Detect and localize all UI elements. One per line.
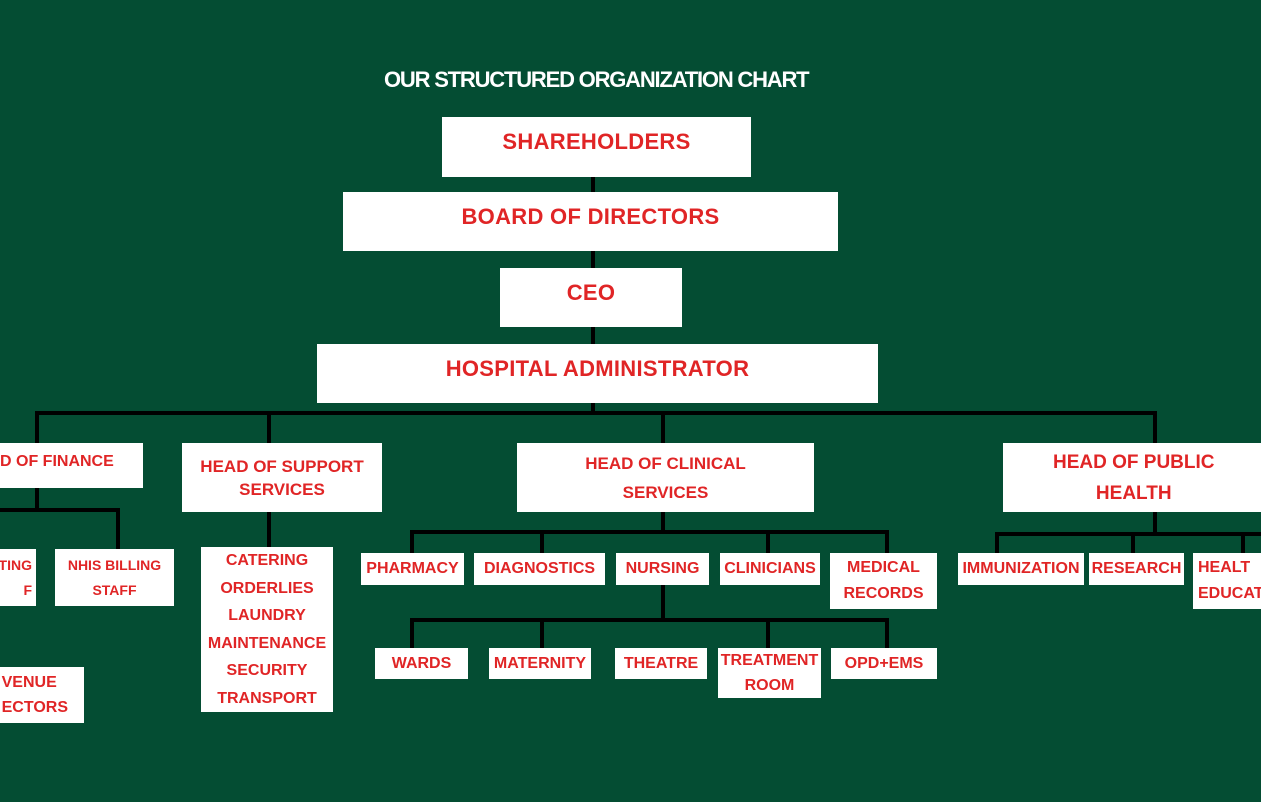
head-of-public-health-box: HEAD OF PUBLIC HEALTH [1003, 443, 1261, 512]
medical-records-box: MEDICAL RECORDS [830, 553, 937, 609]
connector-opd [885, 618, 889, 648]
nursing-box: NURSING [616, 553, 709, 585]
support-units-list: CATERING ORDERLIES LAUNDRY MAINTENANCE S… [201, 547, 333, 712]
connector-pharmacy [410, 530, 414, 554]
maternity-box: MATERNITY [489, 648, 591, 679]
wards-box: WARDS [375, 648, 468, 679]
research-box: RESEARCH [1089, 553, 1184, 585]
treatment-room-box: TREATMENT ROOM [718, 648, 821, 698]
connector-clinical-down [661, 510, 665, 534]
theatre-box: THEATRE [615, 648, 707, 679]
connector-medical-records [885, 530, 889, 554]
ceo-box: CEO [500, 268, 682, 327]
health-education-box: HEALT EDUCAT [1193, 553, 1261, 609]
connector-public-health-bar [995, 532, 1261, 536]
head-of-finance-box: D OF FINANCE [0, 443, 143, 488]
connector-nursing-bar [410, 618, 889, 622]
head-of-support-box: HEAD OF SUPPORT SERVICES [182, 443, 382, 512]
revenue-collectors-box: VENUE ECTORS [0, 667, 84, 723]
opd-ems-box: OPD+EMS [831, 648, 937, 679]
connector-immunization [995, 532, 999, 554]
immunization-box: IMMUNIZATION [958, 553, 1084, 585]
connector-research [1131, 532, 1135, 554]
connector-nursing-down [661, 584, 665, 622]
connector-maternity [540, 618, 544, 648]
connector-finance-bar [0, 508, 120, 512]
connector-public-health-down [1153, 510, 1157, 536]
connector-nhis [116, 508, 120, 552]
clinicians-box: CLINICIANS [720, 553, 820, 585]
connector-public-health [1153, 411, 1157, 445]
connector-support [267, 411, 271, 445]
head-of-clinical-box: HEAD OF CLINICAL SERVICES [517, 443, 814, 512]
hospital-administrator-box: HOSPITAL ADMINISTRATOR [317, 344, 878, 403]
board-of-directors-box: BOARD OF DIRECTORS [343, 192, 838, 251]
connector-clinical-bar [410, 530, 889, 534]
shareholders-box: SHAREHOLDERS [442, 117, 751, 177]
pharmacy-box: PHARMACY [361, 553, 464, 585]
nhis-billing-staff-box: NHIS BILLING STAFF [55, 549, 174, 606]
connector-clinicians [766, 530, 770, 554]
diagnostics-box: DIAGNOSTICS [474, 553, 605, 585]
chart-title: OUR STRUCTURED ORGANIZATION CHART [384, 67, 810, 92]
connector-heads-bar [35, 411, 1157, 415]
connector-health-education [1241, 532, 1245, 554]
connector-diagnostics [540, 530, 544, 554]
connector-treatment [766, 618, 770, 648]
connector-clinical [661, 411, 665, 445]
accounting-staff-box: TING F [0, 549, 36, 606]
connector-wards [410, 618, 414, 648]
connector-finance [35, 411, 39, 445]
connector-support-down [267, 510, 271, 548]
connector-finance-down [35, 487, 39, 511]
